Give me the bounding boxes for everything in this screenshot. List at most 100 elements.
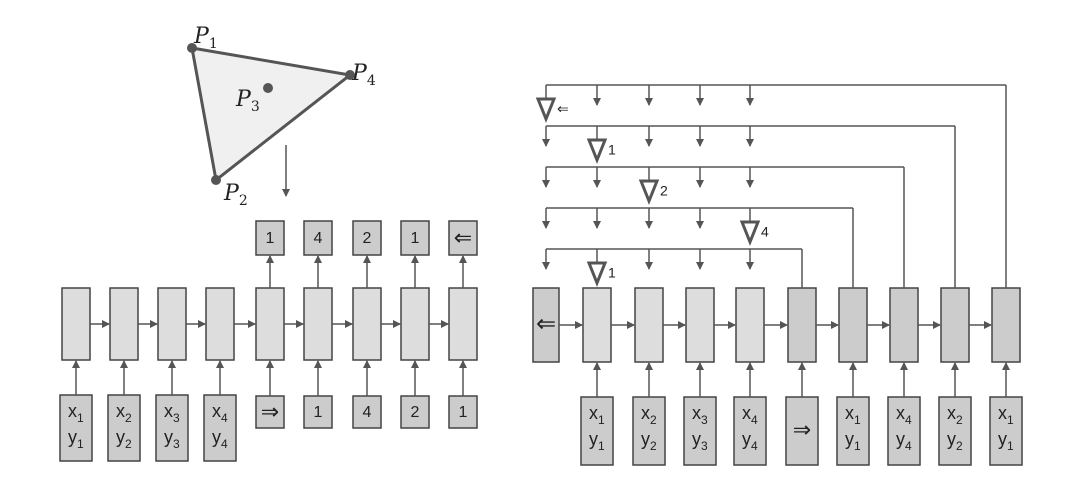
decoder-input-box [400,395,430,429]
point-p2-dot [211,175,221,185]
decoder-output-label: ⇐ [454,225,472,250]
encoder-rnn-cell [582,287,612,363]
encoder-input-box [155,394,189,462]
rnn-cell [205,287,235,361]
x-coord-label: x1 [68,401,84,425]
decoder-output-label: 2 [363,230,372,247]
rnn-cell [61,287,91,361]
point-p4-label: P4 [351,61,376,89]
decoder-input-label: ⇒ [261,399,279,424]
encoder-rnn-cell [634,287,664,363]
encoder-rnn-cell [685,287,715,363]
y-coord-label: y2 [116,427,132,451]
encoder-rnn-cell [735,287,765,363]
point-p1-label: P1 [193,24,218,52]
point-p2-label: P2 [223,181,248,209]
decoder-output-box [448,220,478,256]
x-coord-label: x3 [692,403,708,427]
y-coord-label: y4 [742,429,758,453]
x-coord-label: x2 [116,401,132,425]
x-coord-label: x1 [998,403,1014,427]
rnn-cell [255,287,285,361]
y-coord-label: y2 [947,429,963,453]
encoder-input-box [580,396,614,466]
decoder-output-box [255,220,285,256]
y-coord-label: y2 [641,429,657,453]
pointer-label: 1 [608,142,616,158]
x-coord-label: x2 [641,403,657,427]
decoder-input-box [448,395,478,429]
pointer-arrow [586,261,608,288]
pointer-label: 4 [761,224,769,240]
y-coord-label: y4 [212,427,228,451]
go-token-label: ⇒ [793,417,811,442]
x-coord-label: x3 [164,401,180,425]
decoder-input-label: 2 [411,404,420,421]
rnn-cell [352,287,382,361]
rnn-cell [157,287,187,361]
decoder-input-label: 1 [314,404,323,421]
decoder-input-box [303,395,333,429]
end-token-box [532,287,560,363]
y-coord-label: y3 [164,427,180,451]
decoder-output-label: 4 [314,230,323,247]
decoder-rnn-cell [838,287,868,363]
decoder-input-box [938,396,972,466]
rnn-cell [109,287,139,361]
rnn-cell [448,287,478,361]
x-coord-label: x1 [845,403,861,427]
y-coord-label: y4 [896,429,912,453]
encoder-input-box [632,396,666,466]
point-p4-dot [345,70,355,80]
x-coord-label: x4 [742,403,758,427]
y-coord-label: y1 [589,429,605,453]
decoder-output-box [352,220,382,256]
decoder-output-label: 1 [411,230,420,247]
decoder-output-label: 1 [266,230,275,247]
point-p3-label: P3 [235,87,260,115]
rnn-cell [400,287,430,361]
pointer-label: 1 [608,265,616,281]
rnn-cell [303,287,333,361]
y-coord-label: y1 [68,427,84,451]
triangle-figure: P1 P4 P3 P2 [187,24,376,209]
point-p1-dot [187,43,197,53]
end-token-label: ⇐ [536,310,556,337]
pointer-label: ⇐ [557,101,569,117]
y-coord-label: y1 [845,429,861,453]
decoder-input-box [887,396,921,466]
y-coord-label: y3 [692,429,708,453]
decoder-output-box [400,220,430,256]
encoder-input-box [203,394,237,462]
pointer-arrow [739,220,761,247]
decoder-rnn-cell [991,287,1021,363]
pointer-arrow [638,179,660,206]
decoder-input-label: 4 [363,404,372,421]
x-coord-label: x4 [212,401,228,425]
pointer-label: 2 [660,183,668,199]
encoder-input-box [683,396,717,466]
pointer-arrow [535,97,557,124]
decoder-rnn-cell [787,287,817,363]
point-p3-dot [263,83,273,93]
go-token-box [785,396,819,466]
decoder-rnn-cell [889,287,919,363]
x-coord-label: x1 [589,403,605,427]
decoder-input-label: 1 [459,404,468,421]
decoder-rnn-cell [940,287,970,363]
x-coord-label: x2 [947,403,963,427]
hull-triangle [190,46,354,183]
